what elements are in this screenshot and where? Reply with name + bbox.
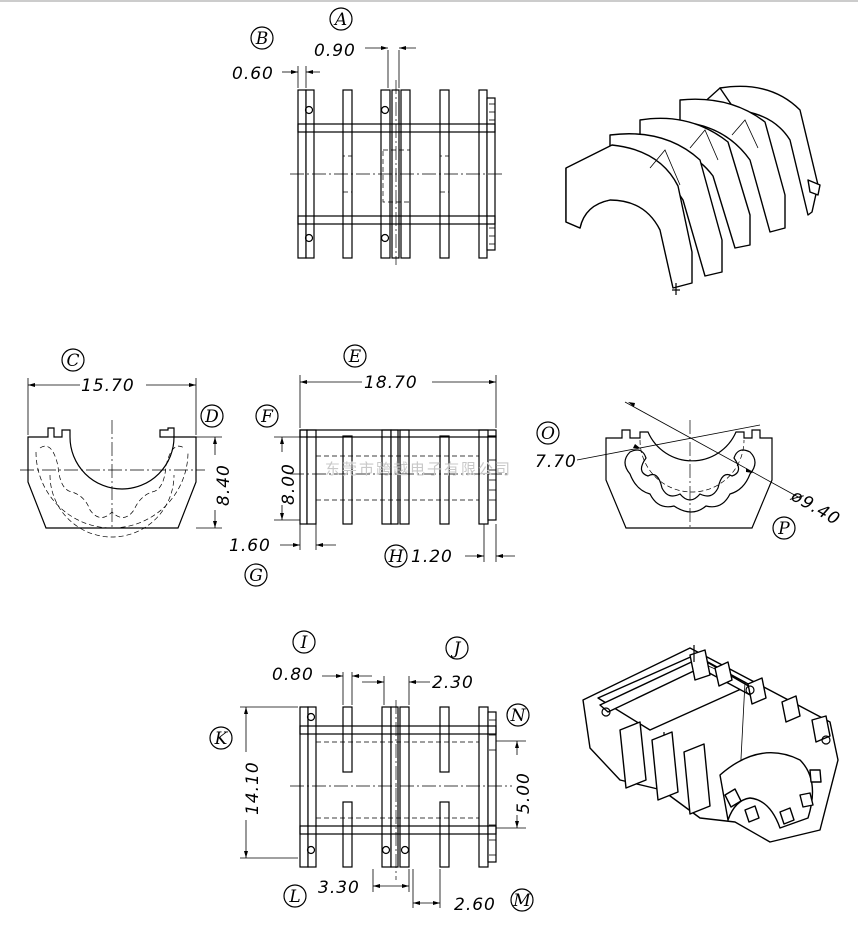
svg-text:P: P xyxy=(777,519,790,539)
svg-text:A: A xyxy=(333,10,347,30)
callout-i: I xyxy=(292,630,316,654)
callout-j: J xyxy=(445,636,469,660)
dimension-i-text: 0.80 xyxy=(272,665,314,685)
isometric-view-bottom xyxy=(582,645,839,843)
watermark-text: 东莞市跨越电子有限公司 xyxy=(325,460,512,478)
svg-text:I: I xyxy=(300,633,308,653)
dimension-e-text: 18.70 xyxy=(364,373,418,393)
bottom-view xyxy=(240,672,526,908)
callout-d: D xyxy=(200,404,224,428)
callout-n: N xyxy=(506,703,530,727)
dimension-f-text: 8.00 xyxy=(279,463,299,505)
callout-p: P xyxy=(772,516,796,540)
dimension-n-text: 5.00 xyxy=(514,772,534,814)
svg-text:J: J xyxy=(451,639,462,659)
svg-text:D: D xyxy=(204,407,219,427)
callout-h: H xyxy=(384,544,408,568)
svg-text:E: E xyxy=(348,347,362,367)
callout-g: G xyxy=(244,563,268,587)
callout-m: M xyxy=(510,888,534,912)
isometric-view-top xyxy=(565,85,821,295)
callout-e: E xyxy=(343,344,367,368)
side-view xyxy=(274,375,515,562)
svg-text:B: B xyxy=(255,29,269,49)
callout-b: B xyxy=(250,26,274,50)
callout-l: L xyxy=(283,884,307,908)
svg-text:O: O xyxy=(541,424,555,444)
callout-f: F xyxy=(255,404,279,428)
dimension-j-text: 2.30 xyxy=(432,673,474,693)
dimension-h-text: 1.20 xyxy=(411,547,453,567)
dimension-b-text: 0.60 xyxy=(232,64,274,84)
dimension-g-text: 1.60 xyxy=(229,536,271,556)
dimension-k-text: 14.10 xyxy=(243,761,263,815)
dimension-c-text: 15.70 xyxy=(81,376,135,396)
svg-text:K: K xyxy=(214,729,229,749)
callout-o: O xyxy=(536,421,560,445)
svg-text:H: H xyxy=(388,547,405,567)
dimension-m-text: 2.60 xyxy=(454,895,496,915)
svg-text:M: M xyxy=(512,891,531,911)
svg-text:G: G xyxy=(249,566,263,586)
callout-a: A xyxy=(329,7,353,31)
callout-c: C xyxy=(61,348,85,372)
dimension-p-text: ø9.40 xyxy=(787,486,844,530)
dimension-d-text: 8.40 xyxy=(214,464,234,506)
front-view xyxy=(20,378,222,538)
svg-text:F: F xyxy=(260,407,274,427)
rear-view xyxy=(576,401,801,530)
dimension-l-text: 3.30 xyxy=(318,878,360,898)
callout-k: K xyxy=(209,726,233,750)
svg-text:L: L xyxy=(288,887,300,907)
svg-text:C: C xyxy=(66,351,79,371)
dimension-o-text: 7.70 xyxy=(535,452,577,472)
svg-text:N: N xyxy=(510,706,527,726)
top-view xyxy=(282,46,505,265)
dimension-a-text: 0.90 xyxy=(314,41,356,61)
